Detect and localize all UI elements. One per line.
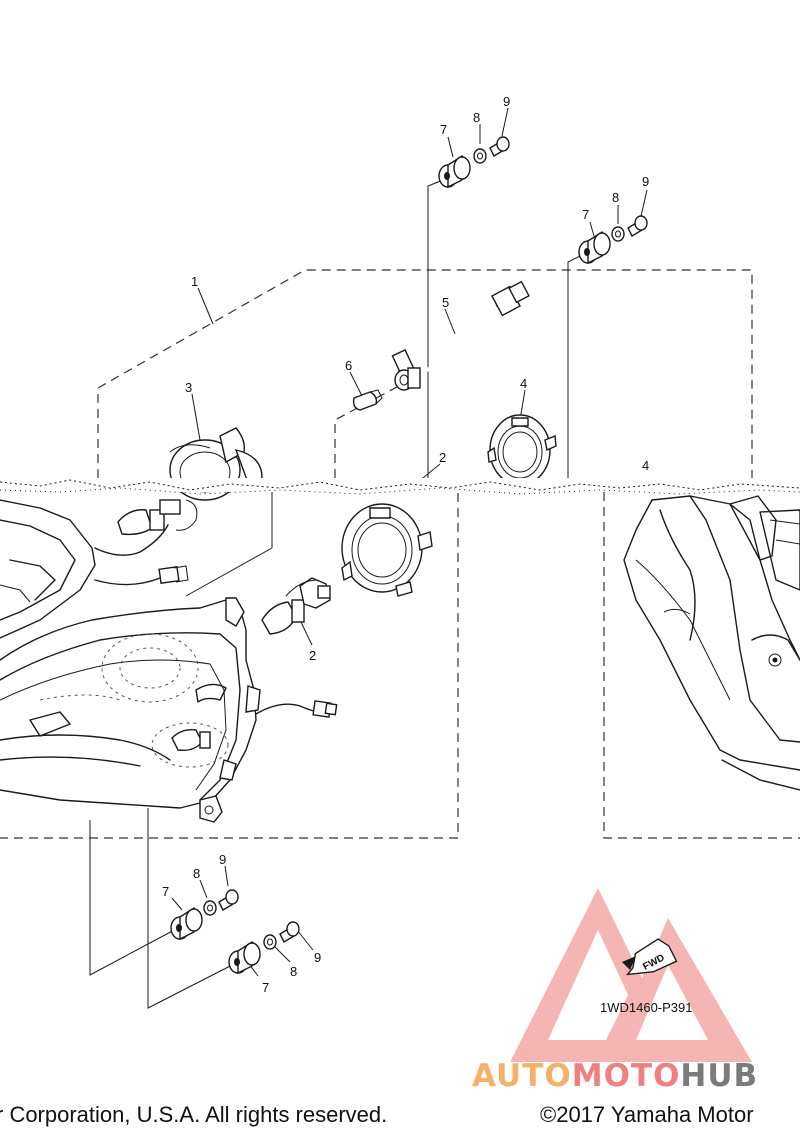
callout-8-top: 8 [473,110,480,125]
callout-9-right: 9 [642,174,649,189]
washer-8-top [473,148,487,164]
screw-9-right [627,215,648,237]
assembly-outline-4 [603,492,800,839]
callout-1: 1 [191,274,198,289]
callout-5: 5 [442,295,449,310]
diagram-code: 1WD1460-P391 [600,1000,693,1015]
socket-cord-5 [391,280,530,391]
callout-4-ring: 4 [520,376,527,391]
watermark-text: AUTOMOTOHUB [472,1058,758,1094]
screw-9-top [489,136,510,157]
callout-2-upper: 2 [439,450,446,465]
assembly-outline-1 [97,269,753,478]
grommet-7-bottom-left [170,907,203,941]
callout-7-right: 7 [582,207,589,222]
watermark-moto: MOTO [572,1058,681,1094]
copyright-left: r Corporation, U.S.A. All rights reserve… [0,1102,388,1127]
grommet-7-bottom-right [228,941,261,975]
callout-8-bottom-left: 8 [193,866,200,881]
watermark-logo-icon [510,888,752,1062]
scan-noise-band [0,478,800,495]
assembly-outline-2 [0,371,459,839]
svg-text:AUTOMOTOHUB: AUTOMOTOHUB [472,1058,758,1094]
callout-9-bottom-right: 9 [314,950,321,965]
headlight-assembly-4 [623,495,800,791]
cover-ring-2 [341,503,433,597]
callout-8-right: 8 [612,190,619,205]
callout-8-bottom-right: 8 [290,964,297,979]
headlight-assembly [0,499,338,823]
washer-8-right [611,226,625,242]
callout-9-top: 9 [503,94,510,109]
callout-9-bottom-left: 9 [219,852,226,867]
grommet-7-top [438,155,471,189]
watermark-hub: HUB [680,1058,758,1094]
callout-7-bottom-left: 7 [162,884,169,899]
callout-3: 3 [185,380,192,395]
watermark-auto: AUTO [472,1058,572,1094]
callout-4-assembly: 4 [642,458,649,473]
callout-7-bottom-right: 7 [262,980,269,995]
cover-ring-4 [487,414,557,486]
fwd-arrow-icon: FWD [622,938,678,976]
washer-8-bottom-right [263,934,277,950]
washer-8-bottom-left [203,900,217,916]
callout-6: 6 [345,358,352,373]
grommet-7-right [578,231,611,265]
copyright-right: ©2017 Yamaha Motor [540,1102,754,1127]
bulb-6 [352,389,383,411]
screw-9-bottom-left [218,889,239,911]
callout-2-lower: 2 [309,648,316,663]
callout-7-top: 7 [440,122,447,137]
screw-9-bottom-right [279,921,300,943]
